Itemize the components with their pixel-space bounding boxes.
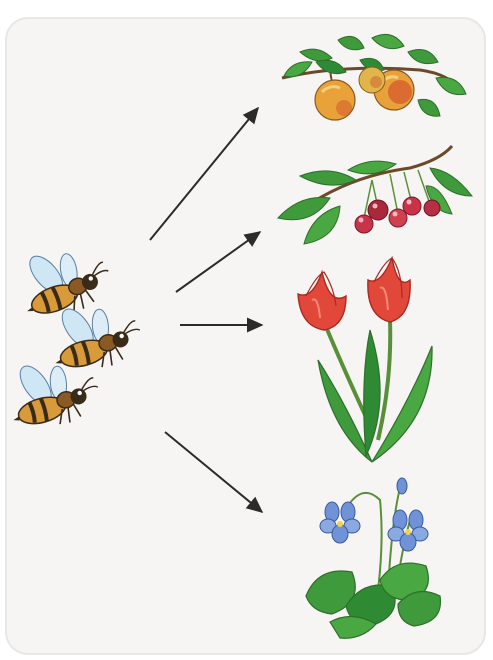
cherry	[389, 209, 407, 227]
apple	[315, 80, 355, 120]
cherry	[355, 215, 373, 233]
cherry	[368, 200, 388, 220]
apple	[359, 67, 385, 93]
cherry	[403, 197, 421, 215]
cherry	[424, 200, 440, 216]
